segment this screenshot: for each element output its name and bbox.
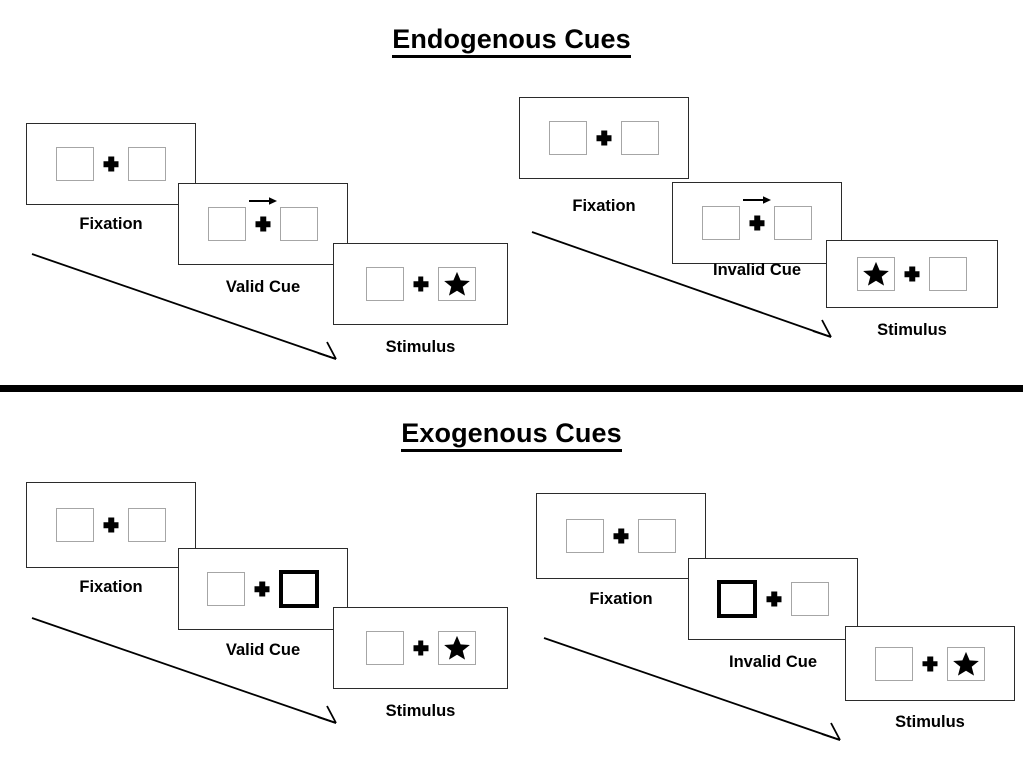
flow-arrow-icon-endogenous-valid (31, 253, 337, 360)
star-icon (443, 271, 470, 296)
section-divider (0, 385, 1023, 392)
arrow-right-icon (249, 197, 277, 205)
trial-frame-exogenous-invalid-cue (688, 558, 858, 640)
trial-frame-exogenous-valid-cue (178, 548, 348, 630)
placeholder-box-right (774, 206, 812, 240)
placeholder-box-right (437, 267, 476, 301)
frame-caption: Fixation (79, 578, 143, 596)
section-title-exogenous-text: Exogenous Cues (401, 418, 622, 452)
placeholder-box-right (128, 508, 166, 542)
section-title-endogenous-text: Endogenous Cues (392, 24, 631, 58)
trial-frame-exogenous-valid-stimulus (333, 607, 508, 689)
frame-caption: Invalid Cue (728, 653, 818, 671)
fixation-cross-icon (587, 123, 621, 153)
placeholder-box-left (566, 519, 604, 553)
fixation-cross-icon (94, 149, 128, 179)
section-title-exogenous: Exogenous Cues (0, 418, 1023, 452)
fixation-cross-icon (246, 197, 280, 239)
frame-caption: Stimulus (877, 321, 947, 339)
cued-box-left (717, 580, 757, 618)
fixation-cross-icon (913, 649, 947, 679)
fixation-cross-icon (740, 196, 774, 238)
trial-frame-endogenous-valid-fixation (26, 123, 196, 205)
frame-caption: Fixation (589, 590, 653, 608)
frame-caption: Stimulus (385, 702, 456, 720)
placeholder-box-left (702, 206, 740, 240)
placeholder-box-left (56, 147, 94, 181)
flow-arrow-icon-exogenous-invalid (543, 637, 841, 741)
star-icon (863, 261, 889, 286)
placeholder-box-left (365, 267, 404, 301)
fixation-cross-icon (895, 259, 929, 289)
cued-box-right (279, 570, 319, 608)
flow-arrow-icon-exogenous-valid (31, 617, 337, 724)
placeholder-box-left (549, 121, 587, 155)
fixation-cross-icon (404, 269, 438, 299)
trial-frame-exogenous-invalid-fixation (536, 493, 706, 579)
placeholder-box-left (208, 207, 246, 241)
placeholder-box-left (365, 631, 404, 665)
frame-caption: Stimulus (895, 713, 965, 731)
placeholder-box-right (437, 631, 476, 665)
placeholder-box-right (929, 257, 967, 291)
fixation-cross-icon (757, 584, 791, 614)
trial-frame-endogenous-valid-stimulus (333, 243, 508, 325)
fixation-cross-icon (94, 510, 128, 540)
placeholder-box-left (207, 572, 245, 606)
placeholder-box-right (621, 121, 659, 155)
fixation-cross-icon (404, 633, 438, 663)
star-icon (953, 651, 979, 676)
trial-frame-endogenous-valid-cue (178, 183, 348, 265)
trial-frame-endogenous-invalid-fixation (519, 97, 689, 179)
placeholder-box-left (56, 508, 94, 542)
trial-frame-endogenous-invalid-cue (672, 182, 842, 264)
trial-frame-exogenous-invalid-stimulus (845, 626, 1015, 701)
frame-caption: Fixation (79, 215, 143, 233)
placeholder-box-right (638, 519, 676, 553)
frame-caption: Stimulus (385, 338, 456, 356)
arrow-right-icon (743, 196, 771, 204)
placeholder-box-left (857, 257, 895, 291)
frame-caption: Valid Cue (225, 641, 301, 659)
placeholder-box-right (791, 582, 829, 616)
frame-caption: Valid Cue (225, 278, 301, 296)
trial-frame-exogenous-valid-fixation (26, 482, 196, 568)
section-title-endogenous: Endogenous Cues (0, 24, 1023, 58)
fixation-cross-icon (604, 521, 638, 551)
star-icon (443, 635, 470, 660)
frame-caption: Fixation (572, 197, 636, 215)
fixation-cross-icon (245, 574, 279, 604)
placeholder-box-right (280, 207, 318, 241)
frame-caption: Invalid Cue (712, 261, 802, 279)
placeholder-box-left (875, 646, 913, 681)
placeholder-box-right (128, 147, 166, 181)
placeholder-box-right (947, 646, 985, 681)
trial-frame-endogenous-invalid-stimulus (826, 240, 998, 308)
